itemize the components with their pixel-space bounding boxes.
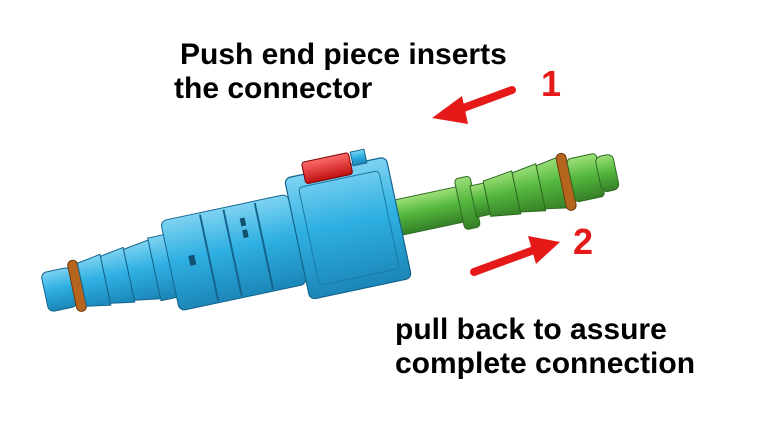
connector-body (41, 148, 412, 312)
step-1-caption: Push end piece inserts the connector (174, 38, 507, 106)
step-1-caption-line-2: the connector (174, 72, 373, 105)
step-2-caption-line-1: pull back to assure (395, 313, 667, 346)
step-2-number: 2 (573, 221, 594, 262)
push-arrow (432, 86, 516, 124)
pull-arrow (470, 236, 560, 276)
latch (301, 152, 353, 184)
step-1-number: 1 (541, 63, 562, 104)
end-piece (389, 152, 620, 237)
step-2-caption: pull back to assure complete connection (395, 313, 695, 381)
step-2-caption-line-2: complete connection (395, 347, 696, 380)
quick-connector-illustration (41, 148, 620, 312)
step-1-caption-line-1: Push end piece inserts (180, 38, 507, 71)
